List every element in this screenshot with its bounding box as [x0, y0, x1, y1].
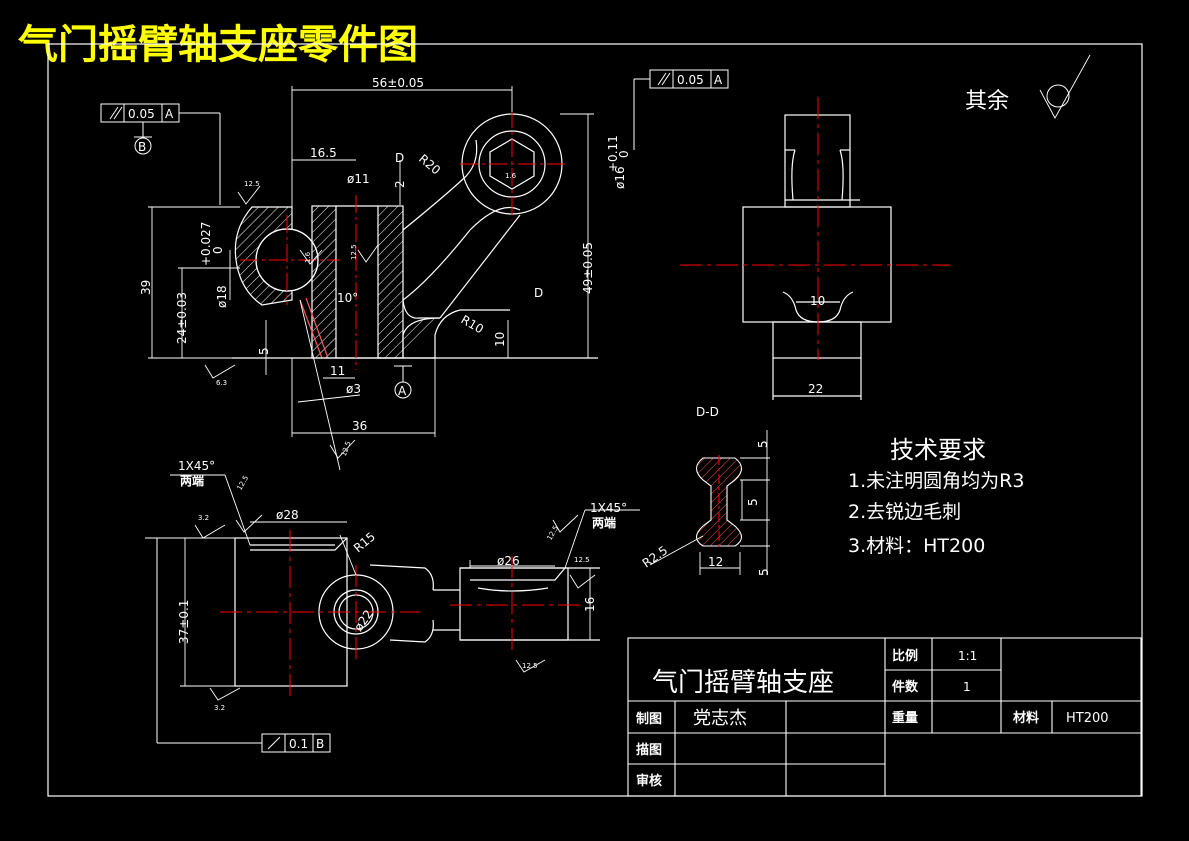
dim-16-tol0: 0 [617, 150, 631, 158]
front-arm [402, 139, 478, 231]
rough-12-5-b: 12.5 [350, 244, 358, 260]
tb-qty-value: 1 [963, 680, 971, 694]
dim-r20: R20 [416, 152, 443, 178]
dim-r10: R10 [459, 312, 486, 336]
tb-checked-label: 审核 [636, 773, 662, 789]
chamfer-left-both: 两端 [180, 473, 204, 488]
dim-11-top: ø11 [347, 172, 370, 186]
rough-12-5-d: 12.5 [236, 474, 251, 492]
tb-weight-label: 重量 [892, 710, 918, 726]
requirement-2: 2.去锐边毛刺 [848, 501, 961, 523]
dim-36: 36 [352, 419, 367, 433]
tb-qty-label: 件数 [892, 679, 919, 695]
dim-16-top: 16 [583, 597, 597, 612]
tb-drawn-value: 党志杰 [693, 708, 747, 729]
tb-scale-value: 1:1 [958, 649, 977, 663]
dim-dd-5-bot: 5 [757, 568, 771, 576]
section-dd [695, 455, 743, 550]
dim-16-5: 16.5 [310, 146, 337, 160]
front-foot [378, 309, 510, 359]
rough-1-6-b: 1.6 [505, 172, 517, 180]
dim-37: 37±0.1 [177, 600, 191, 644]
dim-18-tol: +0.027 [199, 222, 213, 266]
dim-26: ø26 [497, 554, 520, 568]
rough-12-5-a: 12.5 [244, 180, 260, 188]
tb-scale-label: 比例 [892, 648, 918, 664]
dim-16-dia: ø16 [613, 166, 627, 189]
chamfer-right: 1X45° [590, 501, 627, 515]
dim-24: 24±0.03 [175, 292, 189, 344]
tb-material-value: HT200 [1066, 711, 1109, 726]
requirements-heading: 技术要求 [890, 436, 986, 464]
front-dimension-lines [148, 86, 594, 471]
chamfer-right-both: 两端 [592, 515, 616, 530]
dim-dd-5-top: 5 [756, 440, 770, 448]
chamfer-left: 1X45° [178, 459, 215, 473]
section-dd-label: D-D [696, 405, 719, 419]
dim-3: ø3 [346, 382, 361, 396]
fcf1-tolerance: 0.05 [128, 107, 155, 121]
dim-22-bore: ø22 [351, 607, 375, 634]
dim-18-dia: ø18 [215, 285, 229, 308]
dim-dd-5-mid: 5 [746, 498, 760, 506]
rough-12-5-c: 12.5 [340, 440, 353, 457]
fcf3-tolerance: 0.1 [289, 737, 308, 751]
dim-2: 2 [393, 180, 407, 188]
datum-b-label: B [138, 140, 146, 154]
dd-dimension-lines [649, 430, 770, 575]
rough-3-2-b: 3.2 [214, 704, 225, 712]
rough-3-2-a: 3.2 [198, 514, 209, 522]
roughness-default-circle [1046, 84, 1070, 108]
tb-drawn-label: 制图 [636, 711, 662, 727]
dim-10-right: 10 [493, 332, 507, 347]
dim-10-deg: 10° [337, 291, 358, 305]
roughness-default-note: 其余 [965, 89, 1009, 114]
fcf2-tolerance: 0.05 [677, 73, 704, 87]
tb-traced-label: 描图 [636, 742, 662, 758]
fcf3-datum: B [316, 737, 324, 751]
dim-18-tol0: 0 [211, 246, 225, 254]
section-mark-d1: D [395, 151, 404, 165]
rough-12-5-e: 12.5 [546, 524, 561, 542]
dim-28: ø28 [276, 508, 299, 522]
datum-a-label: A [398, 384, 407, 398]
drawing-border [47, 43, 1143, 797]
side-view [742, 114, 892, 400]
dim-5-left: 5 [257, 347, 271, 355]
dim-22-side: 22 [808, 382, 823, 396]
dim-49: 49±0.05 [581, 242, 595, 294]
drawing-title: 气门摇臂轴支座零件图 [18, 22, 418, 68]
front-web-section [311, 205, 337, 359]
dim-dd-r2-5: R2.5 [640, 543, 670, 570]
rough-1-6-a: 1.6 [304, 251, 312, 263]
side-centerlines [680, 97, 950, 360]
fcf2-datum: A [714, 73, 723, 87]
requirement-3: 3.材料：HT200 [848, 535, 985, 557]
rough-12-5-f: 12.5 [574, 556, 590, 564]
title-block [627, 637, 1142, 797]
dim-16-tol: +0.11 [606, 135, 620, 172]
requirement-1: 1.未注明圆角均为R3 [848, 470, 1024, 492]
dim-39: 39 [139, 280, 153, 295]
dim-11-bottom: 11 [330, 364, 345, 378]
tb-material-label: 材料 [1013, 710, 1039, 726]
section-mark-d2: D [534, 286, 543, 300]
rough-12-5-g: 12.5 [522, 662, 538, 670]
rough-6-3: 6.3 [216, 379, 227, 387]
tb-part-name: 气门摇臂轴支座 [652, 668, 834, 698]
dim-56: 56±0.05 [372, 76, 424, 90]
top-dimension-lines [145, 474, 640, 687]
front-centerlines [240, 110, 565, 370]
dim-r15: R15 [351, 529, 378, 555]
front-view [232, 113, 598, 359]
dim-10-side: 10 [810, 294, 825, 308]
dim-dd-12: 12 [708, 555, 723, 569]
fcf-group [100, 69, 729, 753]
fcf1-datum: A [165, 107, 174, 121]
top-centerlines [220, 530, 585, 698]
